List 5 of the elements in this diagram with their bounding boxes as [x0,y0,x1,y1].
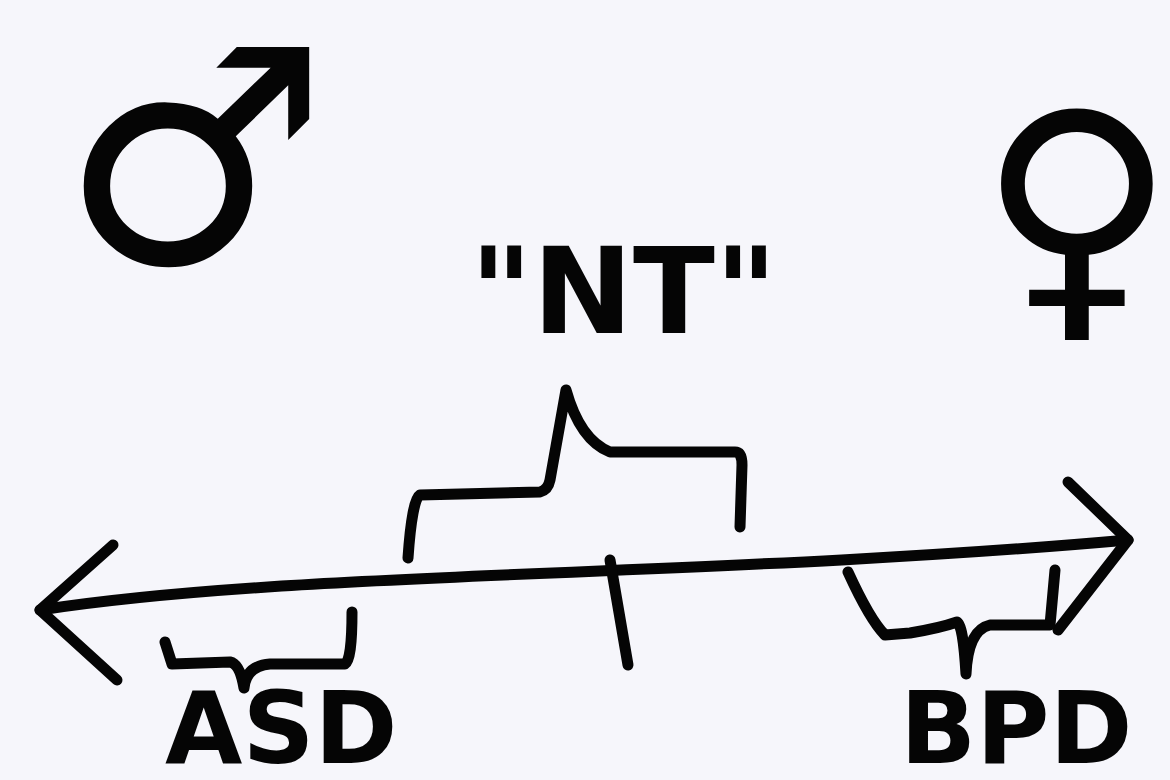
male-symbol: ♂ [60,10,329,310]
spectrum-label: ASD [165,684,398,774]
spectrum-label: "NT" [470,232,778,352]
spectrum-label: BPD [900,684,1133,774]
female-symbol: ♀ [978,78,1170,348]
